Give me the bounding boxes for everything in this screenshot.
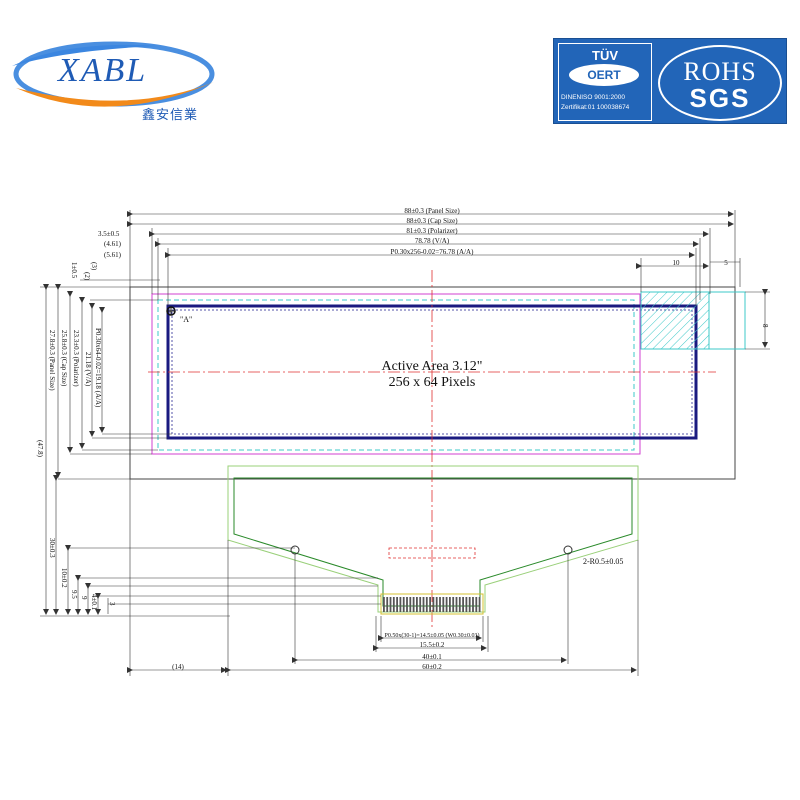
dim-left-2: (2) bbox=[83, 272, 91, 281]
cap-outline bbox=[151, 293, 641, 455]
detail-hatch bbox=[640, 291, 710, 350]
dim-15-5: 15.5±0.2 bbox=[420, 641, 445, 649]
hole-note: 2-R0.5±0.05 bbox=[583, 557, 623, 566]
dim-fpc-30: 30±0.3 bbox=[48, 538, 56, 558]
fpc-pin bbox=[465, 597, 468, 612]
fpc-pin bbox=[468, 597, 471, 612]
tuv-standard: DINENISO 9001:2000 bbox=[561, 94, 625, 101]
logo-chinese-name: 鑫安信業 bbox=[142, 108, 199, 123]
rohs-label: ROHS bbox=[683, 57, 757, 86]
fpc-pin bbox=[458, 597, 461, 612]
logo-brand: XABL bbox=[58, 52, 148, 89]
xabl-logo bbox=[8, 36, 220, 126]
fpc-pin bbox=[399, 597, 402, 612]
dim-panel-size: 88±0.3 (Panel Size) bbox=[404, 207, 460, 215]
fpc-pin bbox=[392, 597, 395, 612]
tuv-certificate: Zertifikat:01 100038674 bbox=[561, 104, 630, 111]
polarizer-outline bbox=[157, 299, 635, 451]
fpc-pin bbox=[419, 597, 422, 612]
dim-left-offset-1: 3.5±0.5 bbox=[98, 230, 120, 238]
dim-left-cap: 25.8±0.3 (Cap Size) bbox=[60, 330, 68, 387]
dim-left-panel: 27.8±0.3 (Panel Size) bbox=[48, 330, 56, 391]
fpc-pin bbox=[409, 597, 412, 612]
tuv-badge: TÜV OERT DINENISO 9001:2000 Zertifikat:0… bbox=[558, 43, 652, 121]
active-area-title: Active Area 3.12" bbox=[382, 359, 483, 374]
fpc-pin bbox=[412, 597, 415, 612]
dim-cap-size: 88±0.3 (Cap Size) bbox=[406, 217, 458, 225]
dim-fpc-9: 9 bbox=[80, 596, 88, 600]
fpc-pin bbox=[475, 597, 478, 612]
dim-detail-5: 5 bbox=[724, 259, 728, 267]
dim-fpc-3: 3 bbox=[108, 602, 116, 606]
dim-fpc-9-5: 9.5 bbox=[70, 590, 78, 599]
dim-left-offset-3: (5.61) bbox=[104, 251, 122, 259]
fpc-pin bbox=[449, 597, 451, 612]
fpc-pin bbox=[472, 597, 474, 612]
dim-fpc-4: 4±0.1 bbox=[90, 594, 98, 611]
dim-left-aa: P0.30x64-0.02=19.18 (A/A) bbox=[94, 328, 102, 408]
active-area-pixels: 256 x 64 Pixels bbox=[389, 375, 476, 390]
fpc-pin bbox=[416, 597, 418, 612]
fpc-contact-pins bbox=[383, 597, 481, 612]
fpc-pin bbox=[406, 597, 408, 612]
fpc-pin bbox=[478, 597, 481, 612]
dim-left-total: (47.8) bbox=[36, 440, 44, 458]
tuv-label: TÜV bbox=[592, 48, 618, 63]
dim-left-offset-2: (4.61) bbox=[104, 240, 122, 248]
dim-40: 40±0.1 bbox=[422, 653, 442, 661]
dim-polarizer: 81±0.3 (Polarizer) bbox=[406, 227, 458, 235]
dim-left-3: (3) bbox=[90, 262, 98, 271]
sgs-label: SGS bbox=[689, 83, 751, 113]
fpc-pin bbox=[396, 597, 398, 612]
tuv-oert: OERT bbox=[569, 64, 639, 86]
rohs-oval bbox=[658, 45, 782, 121]
dim-left-1: 1±0.5 bbox=[70, 262, 78, 279]
fpc-stiffener bbox=[388, 547, 476, 559]
fpc-pin bbox=[429, 597, 431, 612]
fpc-pin bbox=[452, 597, 455, 612]
fpc-pin bbox=[402, 597, 405, 612]
dim-left-polarizer: 23.3±0.3 (Polarizer) bbox=[72, 330, 80, 387]
dim-60: 60±0.2 bbox=[422, 663, 442, 671]
fpc-inner bbox=[233, 477, 633, 607]
fpc-outline bbox=[227, 465, 639, 613]
dim-detail-8: 8 bbox=[761, 324, 769, 328]
fpc-pin bbox=[455, 597, 458, 612]
dim-va: 78.78 (V/A) bbox=[415, 237, 450, 245]
fpc-pin bbox=[432, 597, 435, 612]
certification-badges: TÜV OERT DINENISO 9001:2000 Zertifikat:0… bbox=[553, 38, 787, 124]
fpc-pin bbox=[462, 597, 464, 612]
dim-fpc-10: 10±0.2 bbox=[60, 568, 68, 588]
fpc-pin bbox=[386, 597, 389, 612]
dim-detail-10: 10 bbox=[673, 259, 681, 267]
fpc-pin bbox=[383, 597, 385, 612]
fpc-pin bbox=[435, 597, 438, 612]
fpc-pin bbox=[425, 597, 428, 612]
fpc-pin bbox=[389, 597, 392, 612]
dim-pitch: P0.50x(30-1)=14.5±0.05 (W0.30±0.03) bbox=[385, 632, 480, 639]
fpc-pin bbox=[442, 597, 445, 612]
fpc-pin bbox=[445, 597, 448, 612]
marker-a-label: "A" bbox=[180, 315, 192, 324]
panel-outline bbox=[129, 286, 736, 480]
detail-box bbox=[640, 291, 746, 350]
fpc-pin bbox=[439, 597, 441, 612]
dim-aa: P0.30x256-0.02=76.78 (A/A) bbox=[391, 248, 475, 256]
fpc-hole-right-icon bbox=[563, 545, 573, 555]
dim-14: (14) bbox=[172, 663, 184, 671]
dim-left-va: 21.18 (V/A) bbox=[84, 352, 92, 387]
fpc-pin bbox=[422, 597, 425, 612]
logo-swoosh-icon bbox=[12, 41, 215, 107]
